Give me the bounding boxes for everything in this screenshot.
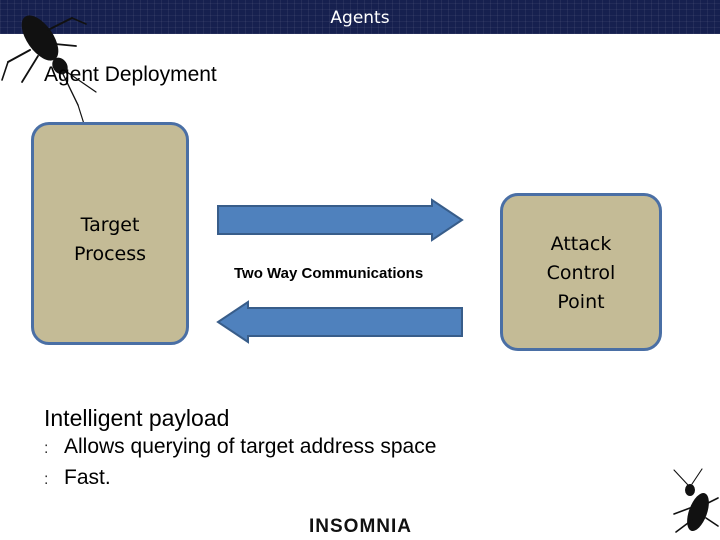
bullet-text: Allows querying of target address space	[64, 435, 437, 458]
slide-header: Agents	[0, 0, 720, 34]
bullet-text: Fast.	[64, 466, 111, 489]
bullet-list: Intelligent payload : Allows querying of…	[44, 405, 436, 494]
right-arrow	[217, 198, 464, 242]
bullet-marker: :	[44, 440, 49, 457]
bullet-marker: :	[44, 471, 49, 488]
communication-arrows	[216, 198, 464, 344]
target-process-box: Target Process	[31, 122, 189, 345]
attack-control-point-box: Attack Control Point	[500, 193, 662, 351]
insomnia-logo: INSOMNIA	[309, 516, 412, 537]
bullet-item: : Fast.	[44, 463, 436, 494]
section-title: Agent Deployment	[44, 63, 217, 86]
left-arrow	[216, 300, 463, 344]
target-process-label: Target Process	[73, 214, 147, 265]
bullet-heading: Intelligent payload	[44, 405, 230, 431]
slide-title: Agents	[330, 8, 390, 28]
cockroach-icon	[1, 15, 97, 125]
cockroach-icon	[673, 468, 719, 533]
bullet-item: : Allows querying of target address spac…	[44, 432, 436, 463]
two-way-communications-label: Two Way Communications	[234, 265, 424, 282]
attack-control-point-label: Attack Control Point	[546, 233, 616, 313]
